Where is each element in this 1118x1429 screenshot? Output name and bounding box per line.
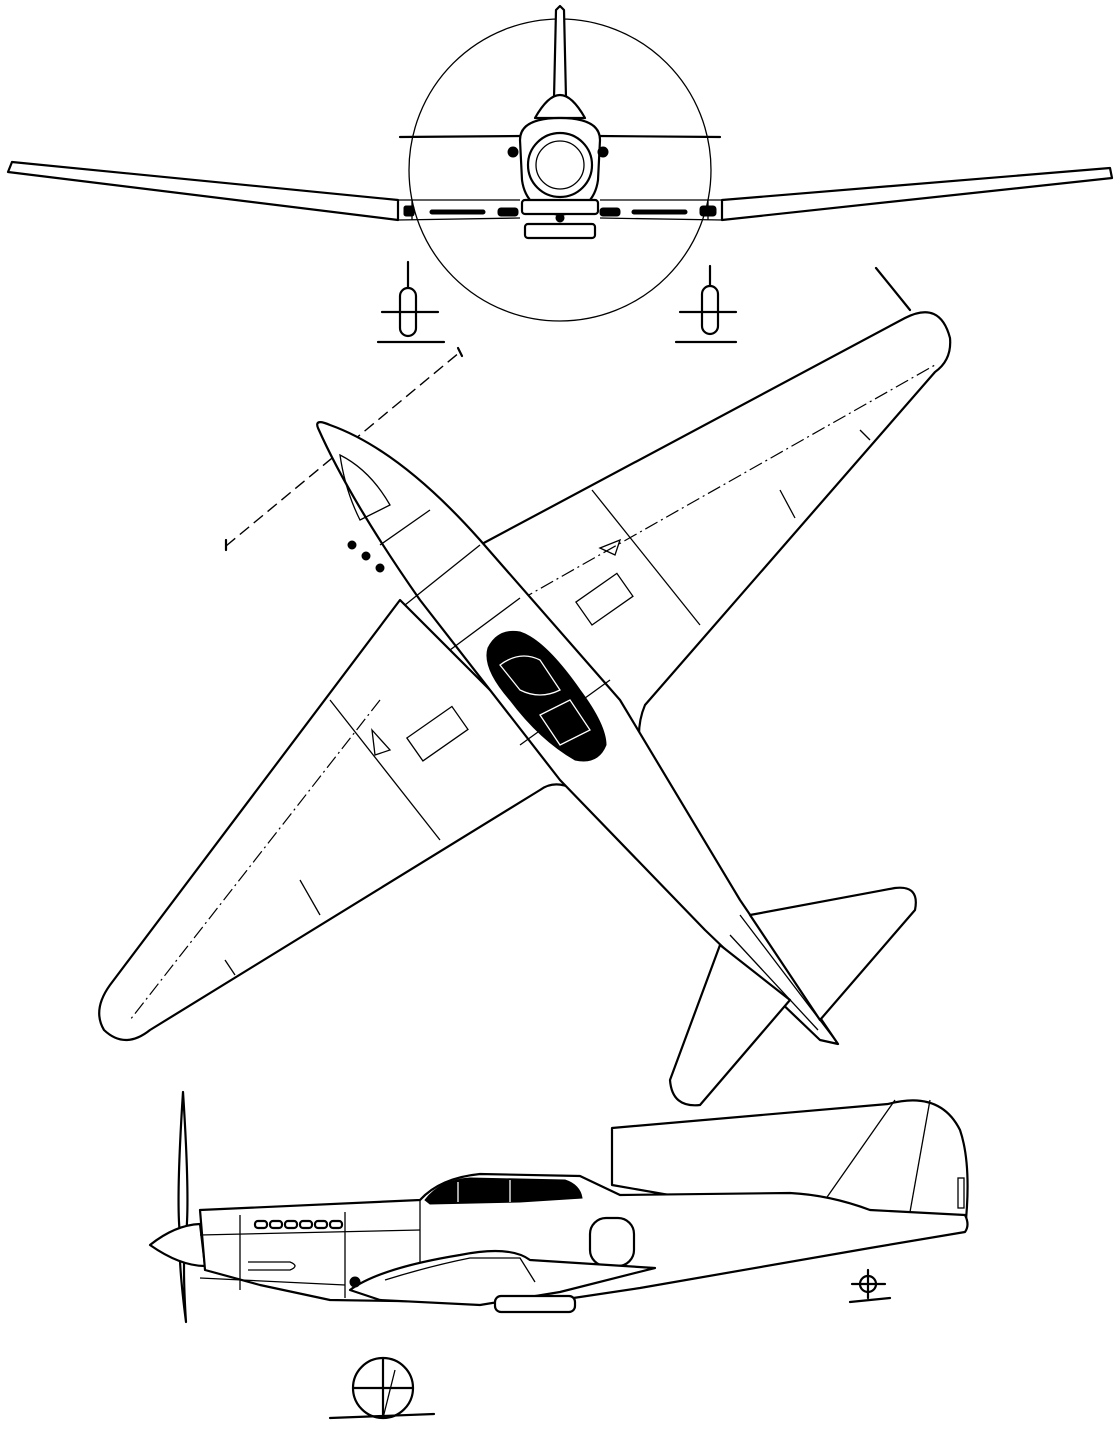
- main-wheel-side: [328, 1356, 436, 1420]
- tail-plan-lower: [668, 943, 792, 1107]
- propeller-side: [177, 1090, 189, 1324]
- left-wing-front: [6, 160, 400, 222]
- tail-wheel-side: [848, 1268, 892, 1304]
- right-wing-front: [720, 166, 1114, 222]
- fuselage-hatch: [588, 1216, 636, 1268]
- plan-view: [98, 266, 952, 1107]
- exhaust-stacks: [253, 1219, 344, 1230]
- side-view: [148, 1090, 969, 1420]
- wing-root-side: [348, 1249, 657, 1307]
- front-view: [6, 4, 1114, 344]
- left-landing-gear-front: [376, 260, 446, 344]
- right-landing-gear-front: [674, 264, 738, 344]
- radiator-side: [493, 1294, 577, 1314]
- fin-front: [552, 4, 568, 100]
- radiator-front: [520, 198, 600, 216]
- tail-plan-upper: [748, 886, 917, 1022]
- spinner: [148, 1222, 207, 1268]
- canopy-front: [533, 93, 587, 120]
- canopy-side: [424, 1177, 583, 1205]
- canopy-plan: [486, 630, 607, 762]
